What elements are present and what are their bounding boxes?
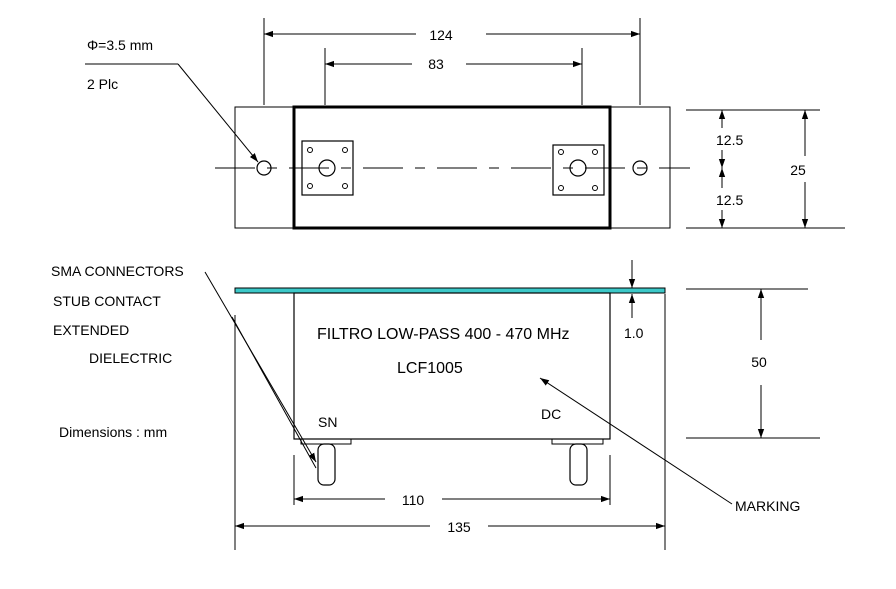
connector-screw (558, 149, 564, 155)
note-dielectric: DIELECTRIC (89, 350, 172, 366)
dim-label-135: 135 (447, 519, 471, 535)
filter-body (293, 292, 611, 440)
connector-leader (204, 271, 317, 463)
connector-screw (342, 147, 348, 153)
sma-connector-right (569, 443, 588, 486)
connector-screw (307, 183, 313, 189)
connector-screw (592, 185, 598, 191)
connector-screw (307, 147, 313, 153)
top-view (85, 18, 845, 230)
dim-label-12-5-bottom: 12.5 (716, 192, 743, 208)
hole-count: 2 Plc (87, 76, 118, 92)
port-label-sn: SN (318, 414, 337, 430)
dim-label-12-5-top: 12.5 (716, 132, 743, 148)
dim-label-50: 50 (751, 354, 767, 370)
top-view-labels: 124 83 Φ=3.5 mm 2 Plc 12.5 12.5 25 (87, 27, 806, 208)
note-marking: MARKING (735, 498, 800, 514)
mounting-plate (234, 287, 666, 294)
filter-model: LCF1005 (397, 360, 463, 377)
mounting-hole-left (256, 160, 272, 176)
connector-base-right (551, 438, 604, 445)
port-label-dc: DC (541, 406, 561, 422)
connector-leader (231, 316, 317, 469)
connector-screw (342, 183, 348, 189)
note-sma-connectors: SMA CONNECTORS (51, 263, 184, 279)
hole-note: Φ=3.5 mm (87, 37, 153, 53)
mounting-hole-right (632, 160, 648, 176)
filter-title: FILTRO LOW-PASS 400 - 470 MHz (317, 326, 570, 343)
dim-label-25: 25 (790, 162, 806, 178)
connector-screw (592, 149, 598, 155)
connector-base-left (300, 438, 352, 445)
note-units: Dimensions : mm (59, 424, 167, 440)
marking-leader (539, 377, 733, 505)
front-view-labels: FILTRO LOW-PASS 400 - 470 MHz LCF1005 SN… (51, 263, 800, 535)
hole-leader (177, 63, 259, 163)
front-view (204, 260, 820, 550)
note-stub-contact: STUB CONTACT (53, 293, 161, 309)
connector-screw (558, 185, 564, 191)
connector-flange-left (301, 140, 354, 196)
connector-flange-right (552, 144, 605, 196)
dim-label-83: 83 (428, 56, 444, 72)
dim-label-1-0: 1.0 (624, 325, 644, 341)
note-extended: EXTENDED (53, 322, 129, 338)
dim-label-124: 124 (429, 27, 453, 43)
sma-connector-left (317, 443, 336, 486)
connector-center-right (569, 159, 587, 177)
dim-label-110: 110 (402, 492, 425, 508)
connector-center-left (318, 159, 336, 177)
